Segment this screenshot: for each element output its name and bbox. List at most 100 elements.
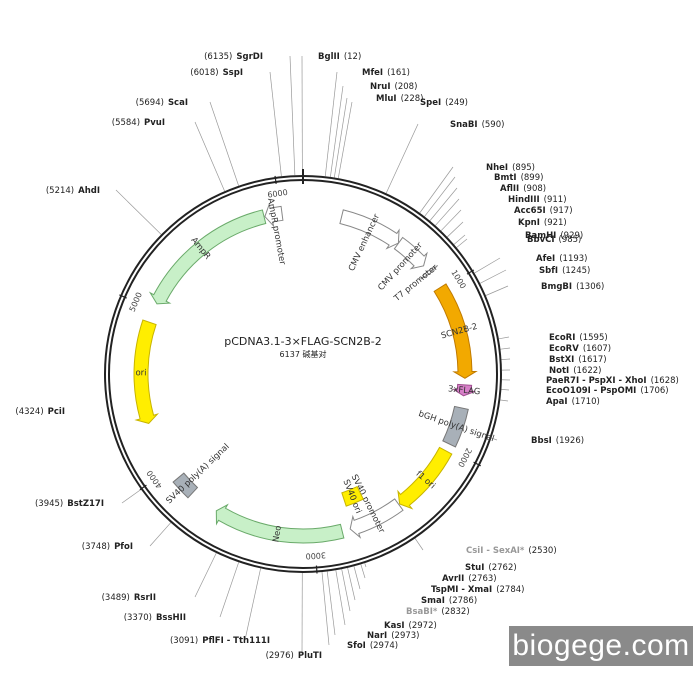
site-pos: (3945) (35, 499, 63, 509)
site-text: MluI(228) (376, 94, 423, 104)
site-label: (4324) PciI (15, 407, 65, 417)
site-leader (491, 437, 498, 441)
site-leader (353, 566, 361, 590)
site-pos: (2763) (468, 574, 496, 584)
tick-label: 1000 (449, 268, 467, 290)
site-pos: (2972) (409, 621, 437, 631)
site-label: (3370)BssHII (124, 613, 186, 623)
tick-label: 3000 (305, 550, 326, 560)
site-leader (453, 234, 466, 245)
feature-f1-ori (397, 446, 453, 510)
site-label: BstXI(1617) (549, 355, 607, 365)
site-name: ApaI (546, 397, 568, 407)
site-name: SspI (223, 68, 243, 78)
site-text: MfeI(161) (362, 68, 410, 78)
site-name: PfoI (114, 542, 133, 552)
site-leader (121, 489, 142, 504)
site-text: SmaI(2786) (421, 596, 477, 606)
site-text: NotI(1622) (549, 366, 601, 376)
site-pos: (3370) (124, 613, 152, 623)
site-pos: (5694) (136, 98, 164, 108)
watermark: biogege.com (509, 626, 693, 666)
tick-mark (473, 461, 481, 467)
site-label: AfeI(1193) (536, 254, 587, 264)
plasmid-backbone (104, 175, 502, 573)
site-pos: (6135) (204, 52, 232, 62)
site-text: BglII(12) (318, 52, 361, 62)
site-name: PciI (48, 407, 65, 417)
plasmid-size: 6137 碱基对 (280, 349, 327, 359)
site-text: AflII(908) (500, 184, 546, 194)
site-leader (447, 221, 464, 238)
site-text: BbvCI (985) (527, 235, 581, 245)
site-label: ApaI(1710) (546, 397, 600, 407)
site-leader (474, 257, 501, 274)
site-leader (429, 187, 458, 221)
site-pos: (5584) (112, 118, 140, 128)
site-name: BbsI (531, 436, 552, 446)
site-name: TspMI - XmaI (431, 585, 492, 595)
tick-label: 5000 (128, 291, 144, 313)
site-name: BglII (318, 52, 340, 62)
site-pos: (2976) (266, 651, 294, 661)
site-pos: (161) (387, 68, 410, 78)
feature-label-3xflag: 3xFLAG (447, 384, 480, 397)
site-text: BsaBI*(2832) (406, 607, 470, 617)
site-name: EcoRV (549, 344, 579, 354)
site-pos: (1617) (578, 355, 606, 365)
site-label: (5584)PvuI (112, 118, 165, 128)
site-text: (6018)SspI (190, 68, 243, 78)
site-name: RsrII (134, 593, 156, 603)
feature-cmv-promoter (393, 236, 428, 270)
site-pos: (1306) (576, 282, 604, 292)
site-name: AfeI (536, 254, 555, 264)
site-name: PflFI - Tth111I (202, 636, 270, 646)
site-label: NruI(208) (370, 82, 417, 92)
site-label: StuI(2762) (465, 563, 517, 573)
site-text: AvrII(2763) (442, 574, 497, 584)
site-text: HindIII(911) (508, 195, 567, 205)
site-name: SgrDI (236, 52, 263, 62)
site-name: EcoO109I - PspOMI (546, 386, 636, 396)
site-text: NheI(895) (486, 163, 535, 173)
site-text: EcoRI(1595) (549, 333, 608, 343)
site-label: (3748)PfoI (82, 542, 133, 552)
site-leader (456, 238, 468, 248)
site-leader (194, 121, 225, 192)
site-name: CsiI - SexAI* (466, 546, 525, 556)
tick-mark (274, 175, 277, 184)
site-label: TspMI - XmaI(2784) (431, 585, 524, 595)
site-leader (289, 55, 296, 176)
site-label: BbsI(1926) (531, 436, 584, 446)
site-pos: (2974) (370, 641, 398, 651)
site-label: MfeI(161) (362, 68, 410, 78)
site-pos: (2973) (391, 631, 419, 641)
site-label: SnaBI(590) (450, 120, 504, 130)
site-name: BbvCI (527, 235, 555, 245)
site-text: (3370)BssHII (124, 613, 186, 623)
site-pos: (908) (523, 184, 546, 194)
site-text: BmtI(899) (494, 173, 543, 183)
site-label: (3489) RsrII (102, 593, 156, 603)
site-pos: (985) (559, 235, 582, 245)
site-leader (335, 570, 346, 626)
site-pos: (895) (512, 163, 535, 173)
site-label: Acc65I(917) (514, 206, 573, 216)
feature-label-ori: ori (135, 368, 146, 378)
site-text: EcoRV(1607) (549, 344, 611, 354)
site-pos: (3489) (102, 593, 130, 603)
site-name: ScaI (168, 98, 188, 108)
site-name: SfoI (347, 641, 366, 651)
site-leader (500, 347, 511, 350)
site-text: AfeI(1193) (536, 254, 587, 264)
site-text: (3091)PflFI - Tth111I (170, 636, 270, 646)
site-text: CsiI - SexAI*(2530) (466, 546, 557, 556)
site-label: EcoRV(1607) (549, 344, 611, 354)
feature-sv40-polya (172, 472, 199, 499)
site-pos: (5214) (46, 186, 74, 196)
site-pos: (4324) (15, 407, 43, 417)
site-name: SnaBI (450, 120, 478, 130)
site-text: KasI(2972) (384, 621, 437, 631)
site-label: CsiI - SexAI*(2530) (466, 546, 557, 556)
